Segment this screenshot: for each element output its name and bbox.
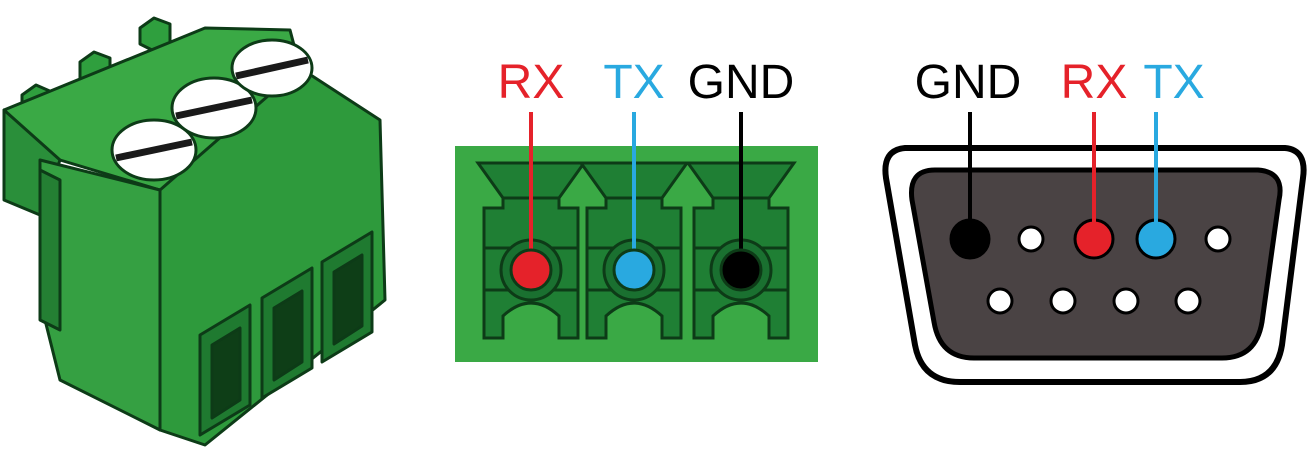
db9-label-gnd: GND	[915, 56, 1022, 109]
db9-pin-top-5-nc	[1204, 225, 1232, 253]
terminal-contact-gnd	[719, 248, 763, 292]
db9-pin-bottom-3-nc	[1112, 287, 1140, 315]
terminal-label-tx: TX	[603, 56, 664, 109]
wire-entry-slots	[198, 230, 374, 437]
db9-pin-bottom-1-nc	[986, 287, 1014, 315]
terminal-label-gnd: GND	[688, 56, 795, 109]
db9-pin-top-4-tx	[1135, 218, 1177, 260]
terminal-label-rx: RX	[498, 56, 565, 109]
db9-connector	[882, 145, 1307, 385]
screw-heads	[110, 38, 314, 182]
db9-pin-bottom-4-nc	[1174, 287, 1202, 315]
db9-pin-bottom-2-nc	[1049, 287, 1077, 315]
db9-pin-top-3-rx	[1073, 218, 1115, 260]
db9-pin-top-1-gnd	[949, 218, 991, 260]
terminal-contact-tx	[612, 248, 656, 292]
screw-icon	[110, 118, 198, 182]
terminal-wires	[509, 112, 763, 292]
db9-label-rx: RX	[1061, 56, 1128, 109]
terminal-block-3d	[2, 16, 387, 447]
db9-pins	[949, 218, 1232, 315]
db9-labels: GND RX TX	[915, 56, 1205, 109]
terminal-contact-rx	[509, 248, 553, 292]
screw-icon	[230, 38, 314, 98]
terminal-labels: RX TX GND	[498, 56, 795, 109]
db9-label-tx: TX	[1143, 56, 1204, 109]
db9-wires	[968, 112, 1158, 222]
db9-pin-top-2-nc	[1017, 225, 1045, 253]
screw-icon	[170, 76, 258, 140]
